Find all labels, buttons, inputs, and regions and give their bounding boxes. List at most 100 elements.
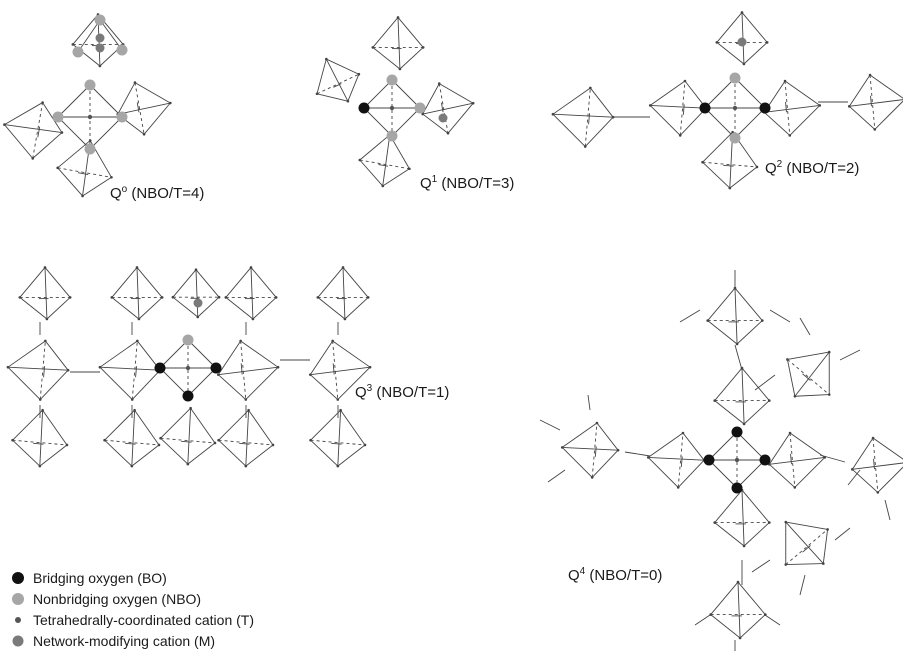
q3-tet-down-3-mark xyxy=(331,442,342,445)
q0-tet-top-edge xyxy=(72,14,99,45)
q4-tet-7-edge xyxy=(852,462,903,470)
q4-tet-1-vertex xyxy=(768,521,771,524)
q2-nbo xyxy=(729,72,741,84)
q2-tet-far-left-edge xyxy=(552,113,586,147)
q3-tet-chain-1-mark xyxy=(135,366,137,378)
q4-tet-2-mark xyxy=(680,456,683,467)
q3-bo xyxy=(182,390,194,402)
q3-tet-chain-2-vertex xyxy=(217,373,220,376)
q3-tet-down-3-edge xyxy=(337,410,342,467)
q1-tet-right-edge xyxy=(422,113,449,134)
q4-t-cation xyxy=(734,457,740,463)
q3-tet-up-2-edge xyxy=(225,267,252,298)
q3-tet-down-0-edge xyxy=(39,444,68,467)
q1-nbo xyxy=(414,102,426,114)
q3-tet-down-2-vertex xyxy=(271,443,275,447)
q4-tet-5-vertex xyxy=(786,358,789,361)
q3-tet-up-1-edge xyxy=(136,267,163,298)
q3-tet-up-2-edge xyxy=(252,297,277,320)
q4-tet-1 xyxy=(713,488,771,548)
q4-tet-4 xyxy=(706,286,764,346)
q3-tet-chain-3-edge xyxy=(309,340,334,375)
q4-tet-5-edge xyxy=(794,394,830,397)
q3-tet-chain-3-mark xyxy=(332,363,335,375)
q4-network-bond xyxy=(834,527,851,541)
legend-tetrahedral-cation-label: Tetrahedrally-coordinated cation (T) xyxy=(33,612,254,628)
q0-nbo-cluster xyxy=(72,46,84,58)
q2-tet-far-left-edge xyxy=(584,116,614,147)
q3-tet-up-2-vertex xyxy=(274,296,278,299)
q0-tet-left-edge xyxy=(4,124,63,134)
q1-tet-left-edge xyxy=(316,58,327,94)
q4-tet-6-edge xyxy=(561,422,598,448)
q4-network-bond xyxy=(754,374,776,391)
q0-tet-right-vertex xyxy=(133,81,137,84)
q3-tet-chain-3-vertex xyxy=(309,373,312,376)
q1-tet-bottom-vertex xyxy=(408,167,411,171)
q3-tet-up-2-vertex xyxy=(251,317,255,321)
q1-tet-top-vertex xyxy=(421,46,425,49)
q1-tet-top-vertex xyxy=(371,46,375,49)
q3-tet-chain-0-edge xyxy=(44,340,69,371)
q4-network-bond xyxy=(799,574,806,596)
q3-tet-chain-0-vertex xyxy=(66,368,70,372)
q4-tet-7-vertex xyxy=(850,468,854,471)
q3-tet-down-1-edge xyxy=(134,409,160,446)
q4-network-bond xyxy=(799,317,811,336)
q0-tet-right-edge xyxy=(143,102,171,135)
q4-tet-4-edge xyxy=(734,287,763,321)
q4-tet-3-vertex xyxy=(788,431,792,435)
q3-tet-top-center-edge xyxy=(172,269,197,298)
q0-tet-bottom-vertex xyxy=(81,194,84,198)
q4-tet-8-edge xyxy=(822,529,829,564)
q0-nbo xyxy=(52,111,64,123)
q3-tet-up-3 xyxy=(316,266,370,321)
q4-network-bond xyxy=(839,349,861,361)
q3-tet-down-3-edge xyxy=(340,409,366,446)
q4-tet-5 xyxy=(786,350,831,398)
q4-tet-3-edge xyxy=(769,456,825,465)
q4-tet-8-vertex xyxy=(784,563,788,566)
q3-tet-down-0-edge xyxy=(39,410,44,467)
q2-tet-far-right-edge xyxy=(848,106,876,130)
q3-tet-up-1-vertex xyxy=(160,296,164,299)
q4-tet-1-vertex xyxy=(713,521,716,524)
q4-bo xyxy=(731,482,743,494)
q2-t-cation xyxy=(732,105,738,111)
q0-tet-left-edge xyxy=(42,102,63,133)
q4-tet-9-edge xyxy=(737,581,766,615)
q3-tet-chain-2-vertex xyxy=(276,365,280,369)
q4-tet-0-vertex xyxy=(713,399,716,402)
q0-tet-right-edge xyxy=(134,82,145,135)
q4-tet-8-vertex xyxy=(826,528,829,531)
q4-tet-2-vertex xyxy=(646,456,650,459)
legend-nonbridging-oxygen-label: Nonbridging oxygen (NBO) xyxy=(33,591,201,607)
q1-tet-top-edge xyxy=(397,17,424,48)
q2-tet-far-left-edge xyxy=(584,87,591,147)
q4-tet-8-mark xyxy=(802,545,811,553)
q2-tet-far-right-edge xyxy=(848,74,871,107)
q4-network-bond xyxy=(734,344,743,371)
legend-nonbridging-oxygen-swatch xyxy=(12,593,24,605)
q1-tet-right-edge xyxy=(439,83,474,104)
q4-tet-5-vertex xyxy=(827,350,831,354)
q2-tet-top-edge xyxy=(741,12,768,43)
q0-tet-left-vertex xyxy=(41,101,44,104)
q3-nbo xyxy=(182,334,194,346)
q3-tet-down-3 xyxy=(309,408,367,468)
q0-tet-left-edge xyxy=(4,124,34,159)
q1-tet-right-edge xyxy=(422,102,474,115)
q3-tet-down-0-edge xyxy=(12,409,43,441)
q0-tet-left-edge xyxy=(32,132,63,159)
q3-tet-top-center-edge xyxy=(195,269,220,298)
q1-tet-bottom xyxy=(358,133,411,188)
q3-tet-down-3-vertex xyxy=(339,408,342,412)
q3-tet-up-2-edge xyxy=(250,267,254,320)
q2-tet-right-edge xyxy=(789,105,821,136)
q3-tet-chain-1 xyxy=(98,339,162,401)
q2-tet-far-right-vertex xyxy=(868,73,872,77)
q0-tet-left-vertex xyxy=(3,123,6,126)
q2-tet-top-edge xyxy=(716,12,743,43)
q3-tet-down-1-vertex xyxy=(130,464,134,468)
q3-tet-top-center-vertex xyxy=(171,295,175,299)
